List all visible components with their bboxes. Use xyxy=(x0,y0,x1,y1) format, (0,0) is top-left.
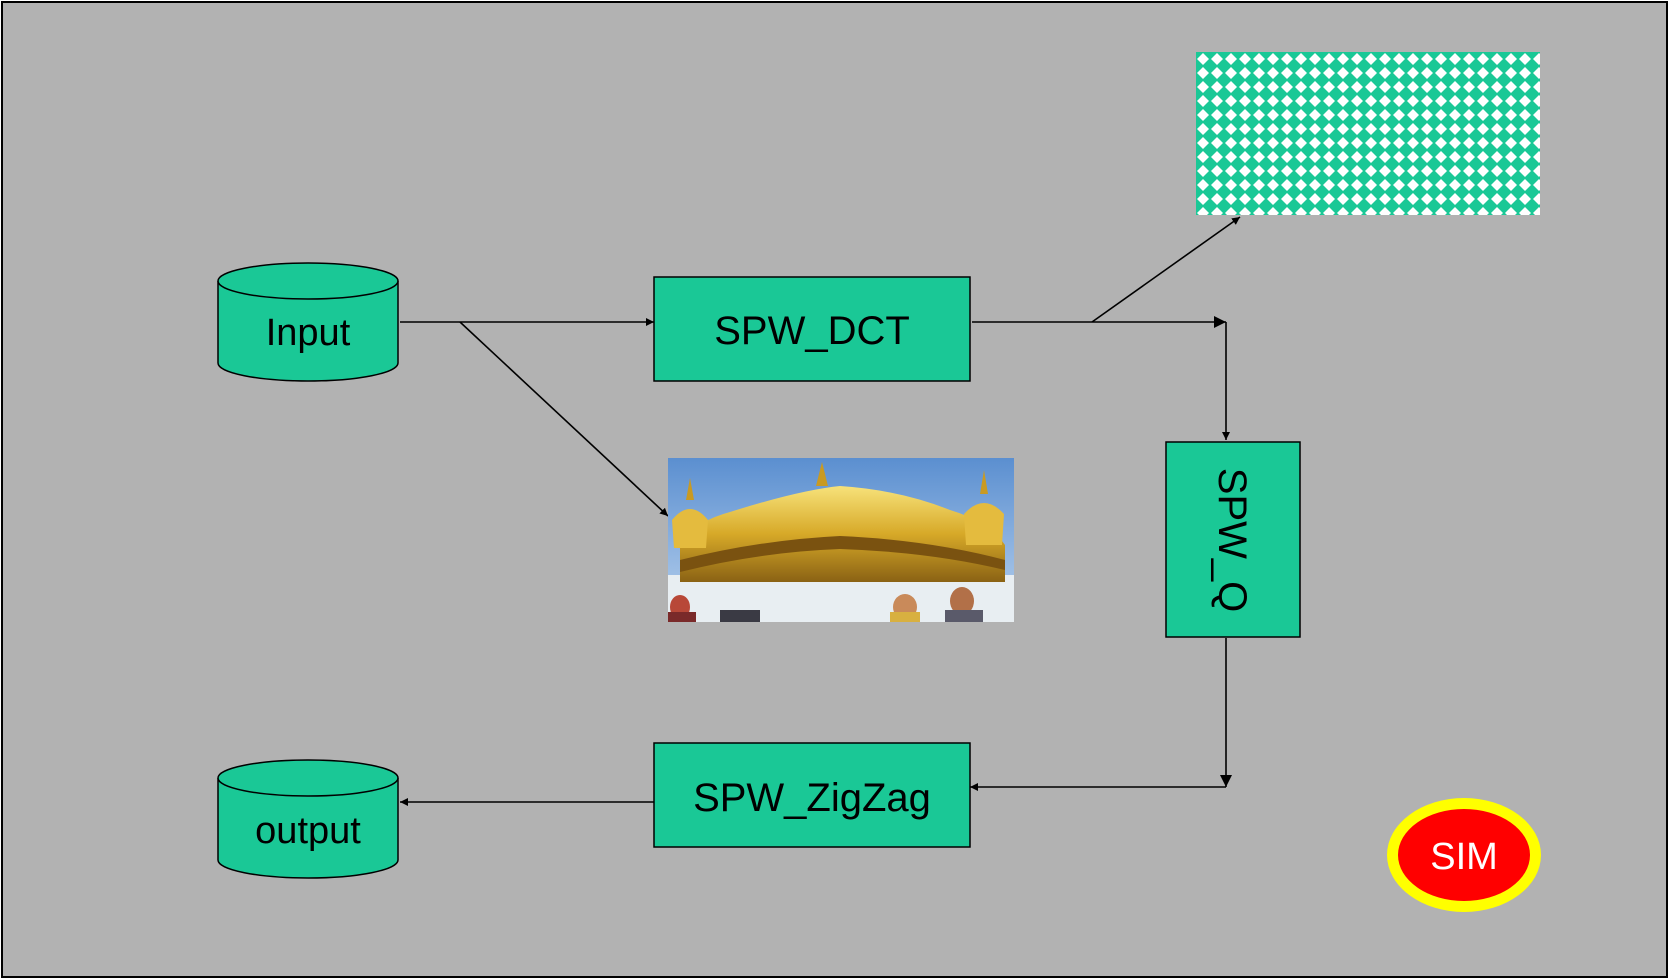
photo-person-2-body xyxy=(945,610,983,622)
photo-golden-dome xyxy=(680,486,1005,582)
edge-input-to-photo xyxy=(459,321,669,517)
output-cylinder-body xyxy=(217,778,399,879)
sim-badge-disc xyxy=(1398,809,1530,901)
dct-label: SPW_DCT xyxy=(714,309,910,353)
photo-right-cupola xyxy=(964,503,1004,545)
photo-left-spire xyxy=(686,478,694,500)
input-node: Input xyxy=(217,262,399,382)
input-photo-image xyxy=(668,458,1014,622)
dct-box xyxy=(653,276,971,382)
input-cylinder-top xyxy=(217,262,399,300)
photo-dome-band xyxy=(680,536,1005,572)
photo-center-spire xyxy=(816,462,828,486)
dct-pattern-image xyxy=(1196,52,1540,215)
zigzag-box xyxy=(653,742,971,848)
sim-badge[interactable]: SIM xyxy=(1387,798,1541,912)
zigzag-label: SPW_ZigZag xyxy=(693,776,931,820)
photo-person-1-body xyxy=(890,612,920,622)
photo-right-spire xyxy=(980,470,988,494)
quant-box xyxy=(1165,441,1301,638)
output-cylinder-top xyxy=(217,759,399,797)
photo-person-2 xyxy=(950,587,974,615)
photo-person-4-body xyxy=(720,610,760,622)
quant-label: SPW_Q xyxy=(1210,468,1254,612)
input-cylinder-body xyxy=(217,281,399,382)
dct-node: SPW_DCT xyxy=(653,276,971,382)
sim-badge-label: SIM xyxy=(1430,836,1498,878)
photo-person-3-body xyxy=(668,612,696,622)
zigzag-node: SPW_ZigZag xyxy=(653,742,971,848)
edge-dct-to-pattern xyxy=(1091,216,1241,323)
connectors xyxy=(400,216,1241,806)
photo-left-cupola xyxy=(672,509,708,548)
quant-node: SPW_Q xyxy=(1165,441,1301,638)
output-node: output xyxy=(217,759,399,879)
output-label: output xyxy=(255,810,361,852)
input-label: Input xyxy=(266,312,351,354)
